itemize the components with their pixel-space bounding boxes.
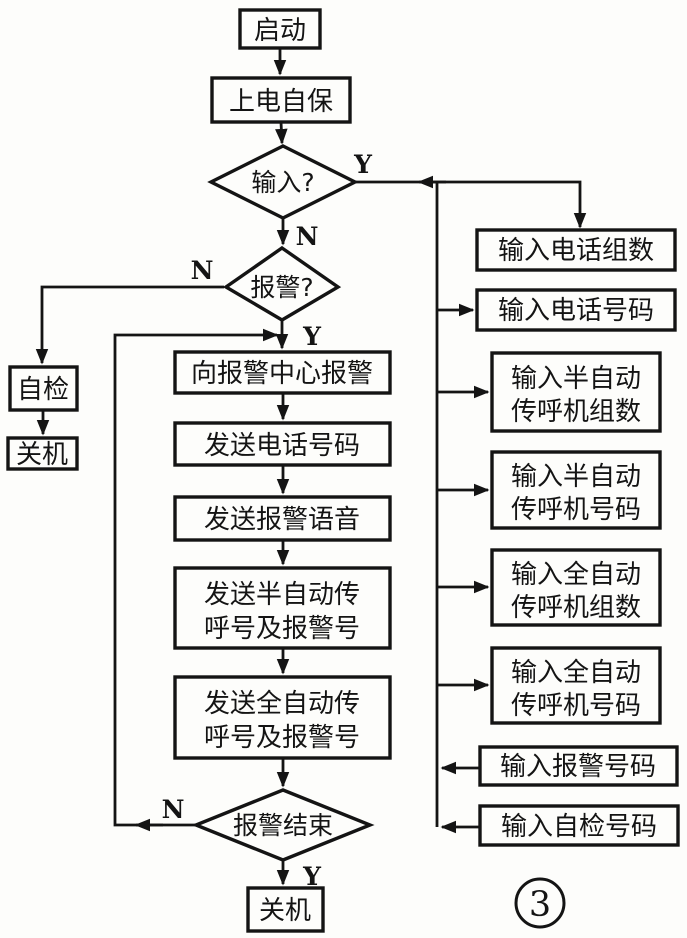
node-start-label: 启动 xyxy=(254,16,306,46)
node-shutdown-bottom-label: 关机 xyxy=(259,896,311,926)
node-send-semi-line2: 呼号及报警号 xyxy=(204,614,360,644)
node-send-full-box xyxy=(173,675,392,760)
node-send-phone-label: 发送电话号码 xyxy=(204,431,360,461)
connector-poweron-to-input xyxy=(275,121,288,145)
connector-input-yes xyxy=(355,180,587,229)
node-input-decision-label: 输入? xyxy=(251,168,314,197)
node-alarm-number-box xyxy=(478,745,679,787)
node-shutdown-bottom-box xyxy=(246,886,325,933)
node-semi-number-line2: 传呼机号码 xyxy=(511,495,641,525)
node-selftest-label: 自检 xyxy=(17,375,69,405)
connectors xyxy=(35,48,587,886)
right-column-nodes: 输入电话组数 输入电话号码 输入半自动 传呼机组数 输入半自动 传呼机号码 输入… xyxy=(475,228,680,847)
node-semi-groups-box xyxy=(490,351,662,433)
nodes: 启动 上电自保 输入? 报警? 自检 关机 向报警中心报警 发送电话号码 发送报… xyxy=(6,8,392,933)
node-semi-groups-line1: 输入半自动 xyxy=(511,364,641,394)
node-semi-number-box xyxy=(490,450,662,530)
node-full-groups-line1: 输入全自动 xyxy=(511,560,641,590)
node-report-center-box xyxy=(173,350,392,395)
node-shutdown-left-box xyxy=(6,436,79,471)
node-alarm-end-label: 报警结束 xyxy=(233,811,333,840)
node-selftest-number-label: 输入自检号码 xyxy=(501,812,657,842)
figure-number-text: 3 xyxy=(529,885,551,925)
label-end-no: N xyxy=(162,795,185,824)
branch-labels: Y N N Y N Y xyxy=(162,150,374,891)
node-full-number-box xyxy=(490,646,662,725)
node-selftest-box xyxy=(8,365,79,412)
label-end-yes: Y xyxy=(302,862,322,891)
node-poweron-label: 上电自保 xyxy=(229,87,333,117)
node-full-number-line1: 输入全自动 xyxy=(511,658,641,688)
node-semi-number-line1: 输入半自动 xyxy=(511,462,641,492)
node-full-number-line2: 传呼机号码 xyxy=(511,691,641,721)
node-send-full-line2: 呼号及报警号 xyxy=(204,723,360,753)
node-shutdown-left-label: 关机 xyxy=(16,440,68,470)
figure-number: 3 xyxy=(514,877,566,929)
node-send-semi-line1: 发送半自动传 xyxy=(204,580,360,610)
node-phone-number-label: 输入电话号码 xyxy=(498,296,654,326)
node-selftest-number-box xyxy=(478,804,680,847)
node-report-center-label: 向报警中心报警 xyxy=(191,359,373,389)
connector-alarm-no xyxy=(35,285,224,365)
node-alarm-decision-label: 报警? xyxy=(250,273,313,302)
node-alarm-decision-diamond xyxy=(222,245,342,322)
label-input-no: N xyxy=(296,222,319,251)
label-alarm-yes: Y xyxy=(302,322,322,351)
node-send-voice-box xyxy=(173,495,392,542)
node-poweron-box xyxy=(210,76,352,124)
node-send-voice-label: 发送报警语音 xyxy=(204,505,360,535)
node-input-decision-diamond xyxy=(207,144,359,220)
node-send-semi-box xyxy=(173,566,392,650)
label-input-yes: Y xyxy=(353,150,373,179)
node-alarm-end-diamond xyxy=(191,788,375,862)
node-semi-groups-line2: 传呼机组数 xyxy=(511,397,641,427)
node-alarm-number-label: 输入报警号码 xyxy=(500,752,656,782)
node-full-groups-box xyxy=(490,548,662,627)
node-phone-number-box xyxy=(475,288,677,332)
node-phone-groups-label: 输入电话组数 xyxy=(498,236,654,266)
node-full-groups-line2: 传呼机组数 xyxy=(511,593,641,623)
node-start-box xyxy=(238,8,322,50)
node-send-phone-box xyxy=(173,421,392,467)
node-phone-groups-box xyxy=(475,228,677,272)
node-send-full-line1: 发送全自动传 xyxy=(204,689,360,719)
label-alarm-no: N xyxy=(191,256,214,285)
figure-number-circle xyxy=(514,877,566,929)
